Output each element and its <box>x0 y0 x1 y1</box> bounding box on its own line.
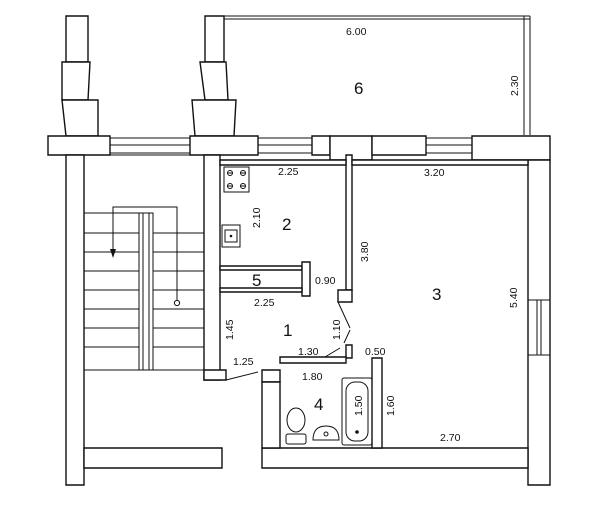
kitchen-sink-icon <box>221 224 241 248</box>
washbasin-icon <box>312 425 340 441</box>
dimension-room3-depth: 5.40 <box>508 287 520 308</box>
interior-walls <box>203 154 529 449</box>
kitchen-stove-icon <box>223 166 250 193</box>
dimension-bath-width: 1.80 <box>302 371 323 383</box>
dimension-room3-bottom: 2.70 <box>440 432 461 444</box>
toilet-icon <box>285 407 307 445</box>
dimension-hall-width: 1.30 <box>298 346 319 358</box>
dimension-hall-side: 1.10 <box>331 319 343 340</box>
room-number-3: 3 <box>432 285 441 304</box>
dimension-kitchen-width: 2.25 <box>278 166 299 178</box>
dimension-room3-wall: 3.80 <box>359 241 371 262</box>
room-number-4: 4 <box>314 395 323 414</box>
dimension-closet-depth: 0.90 <box>315 275 336 287</box>
room-number-6: 6 <box>354 79 363 98</box>
stair-upper-walls <box>61 15 237 137</box>
dimension-room3-width: 3.20 <box>424 167 445 179</box>
room-number-5: 5 <box>252 271 261 290</box>
dimension-balcony-depth: 2.30 <box>509 75 521 96</box>
dimension-kitchen-depth: 2.10 <box>251 207 263 228</box>
dimension-balcony-width: 6.00 <box>346 26 367 38</box>
dimension-bath-depth: 1.60 <box>385 395 397 416</box>
dimension-hall-entry: 1.25 <box>233 356 254 368</box>
room-number-1: 1 <box>283 321 292 340</box>
dimension-tub-length: 1.50 <box>353 395 365 416</box>
room-number-2: 2 <box>282 215 291 234</box>
outer-walls <box>47 135 551 486</box>
doors <box>225 301 351 381</box>
dimension-hall-depth: 1.45 <box>224 319 236 340</box>
bathtub-icon <box>341 377 373 446</box>
dimension-closet-width: 2.25 <box>254 297 275 309</box>
staircase <box>83 154 205 371</box>
balcony <box>222 15 531 135</box>
dimension-door-gap: 0.50 <box>365 346 386 358</box>
